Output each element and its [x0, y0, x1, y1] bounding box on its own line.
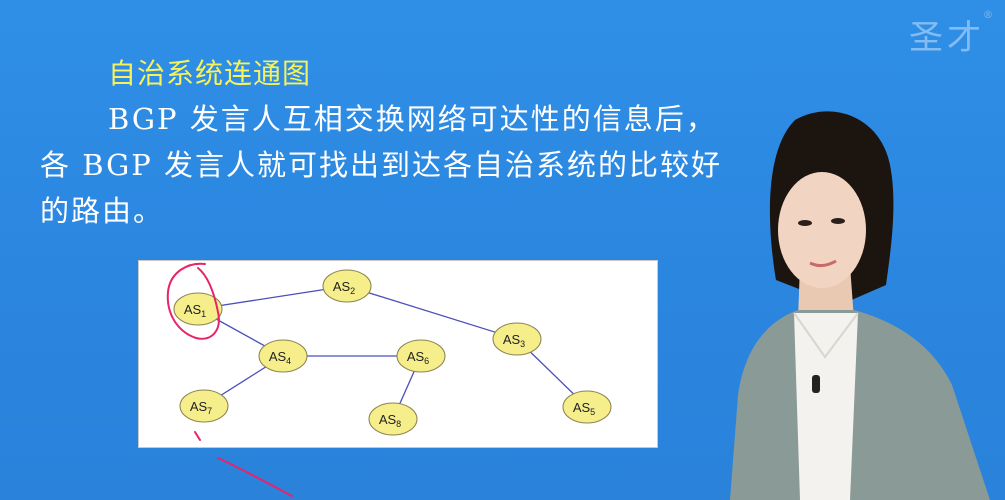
node-shape-as7: [179, 389, 229, 423]
node-as8: AS8: [368, 402, 418, 436]
slide-paragraph: BGP 发言人互相交换网络可达性的信息后， 各 BGP 发言人就可找出到达各自治…: [40, 96, 800, 234]
node-shape-as6: [396, 339, 446, 373]
node-shape-as3: [492, 322, 542, 356]
logo-text: 圣才: [909, 18, 985, 58]
node-shape-as2: [322, 269, 372, 303]
node-as2: AS2: [322, 269, 372, 303]
node-as5: AS5: [562, 390, 612, 424]
paragraph-line-1: BGP 发言人互相交换网络可达性的信息后，: [108, 102, 717, 136]
presenter-video: [730, 111, 990, 500]
node-as1: AS1: [173, 292, 223, 326]
paragraph-line-3: 的路由。: [40, 194, 165, 228]
node-as3: AS3: [492, 322, 542, 356]
node-label-as5: AS5: [573, 400, 595, 417]
annotation-line-stroke: [194, 431, 293, 497]
node-label-as3: AS3: [503, 332, 525, 349]
edge-as1-as2: [197, 285, 348, 310]
edge-as2-as3: [346, 285, 518, 340]
node-as6: AS6: [396, 339, 446, 373]
brand-logo: 圣才®: [909, 10, 997, 59]
annotation-circle-stroke: [166, 262, 220, 340]
node-label-as4: AS4: [269, 349, 291, 366]
node-label-as1: AS1: [184, 302, 206, 319]
node-label-as6: AS6: [407, 349, 429, 366]
node-as4: AS4: [258, 339, 308, 373]
slide-title: 自治系统连通图: [108, 57, 312, 90]
node-shape-as4: [258, 339, 308, 373]
node-shape-as5: [562, 390, 612, 424]
node-label-as7: AS7: [190, 399, 212, 416]
node-label-as8: AS8: [379, 412, 401, 429]
node-as7: AS7: [179, 389, 229, 423]
node-label-as2: AS2: [333, 279, 355, 296]
node-shape-as8: [368, 402, 418, 436]
registered-mark: ®: [983, 10, 997, 21]
node-shape-as1: [173, 292, 223, 326]
paragraph-line-2: 各 BGP 发言人就可找出到达各自治系统的比较好: [40, 148, 722, 182]
